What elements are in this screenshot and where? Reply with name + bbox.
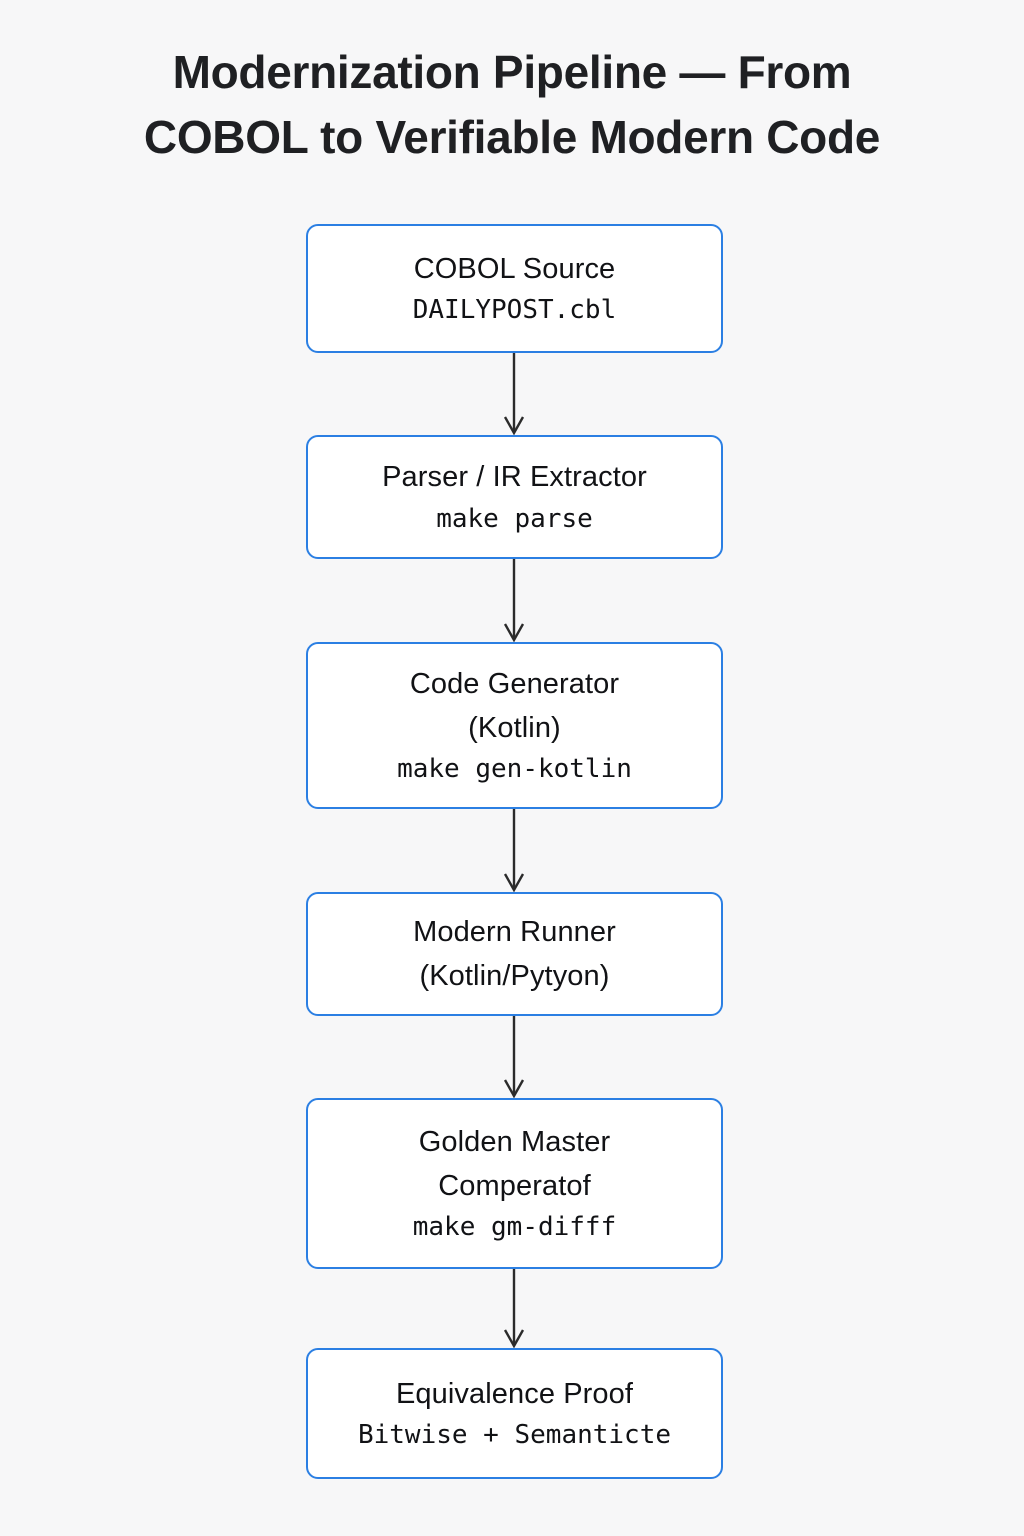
flow-node-line: COBOL Source (413, 252, 616, 285)
connector-arrow-1 (489, 559, 539, 642)
flow-node-modern-runner[interactable]: Modern Runner (Kotlin/Pytyon) (306, 892, 723, 1016)
flow-node-line: Golden Master (418, 1125, 611, 1158)
connector-arrow-2 (489, 809, 539, 892)
connector-arrow-4 (489, 1269, 539, 1348)
flow-node-parser-ir-extractor[interactable]: Parser / IR Extractor make parse (306, 435, 723, 559)
flow-node-line: Bitwise + Semanticte (357, 1420, 672, 1451)
flow-node-line: Parser / IR Extractor (382, 461, 647, 494)
flow-node-code-generator[interactable]: Code Generator (Kotlin) make gen-kotlin (306, 642, 723, 809)
flow-node-line: make gm-difff (412, 1212, 617, 1243)
connector-arrow-0 (489, 353, 539, 435)
flow-node-line: (Kotlin/Pytyon) (419, 960, 610, 992)
connector-arrow-3 (489, 1016, 539, 1098)
flow-node-line: Comperatof (438, 1170, 591, 1202)
flow-node-line: Equivalence Proof (395, 1377, 634, 1410)
flow-node-line: Modern Runner (413, 915, 616, 948)
flow-node-line: make gen-kotlin (397, 754, 632, 785)
page-title: Modernization Pipeline — From COBOL to V… (143, 46, 881, 164)
flow-node-equivalence-proof[interactable]: Equivalence Proof Bitwise + Semanticte (306, 1348, 723, 1479)
flow-node-line: (Kotlin) (468, 712, 561, 744)
flow-node-golden-master-comparator[interactable]: Golden Master Comperatof make gm-difff (306, 1098, 723, 1269)
flow-node-line: Code Generator (409, 667, 620, 700)
flow-node-line: make parse (436, 503, 593, 534)
flow-node-cobol-source[interactable]: COBOL Source DAILYPOST.cbl (306, 224, 723, 353)
flow-node-line: DAILYPOST.cbl (412, 295, 617, 326)
